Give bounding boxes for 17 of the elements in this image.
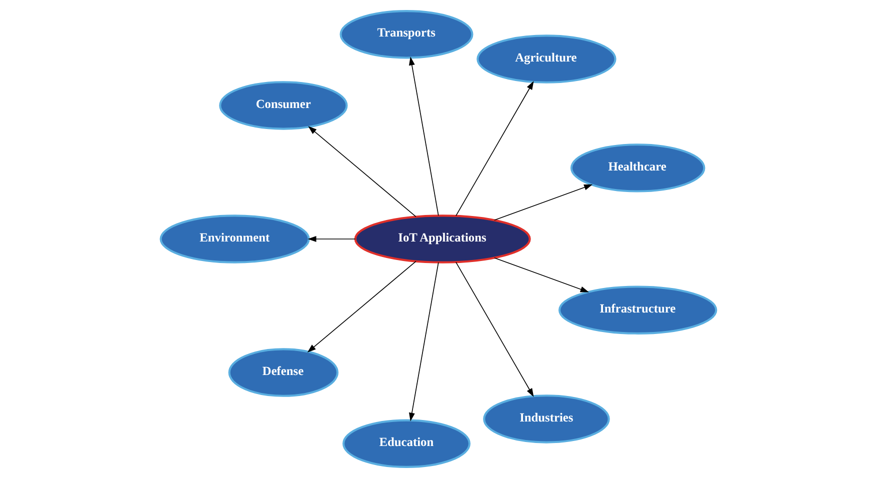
node-ellipse: Consumer [219, 81, 348, 130]
node-ellipse: Transports [340, 10, 474, 59]
arrow [494, 184, 593, 221]
arrow [408, 262, 439, 422]
arrow [456, 81, 534, 216]
arrow [308, 236, 356, 242]
node-ellipse: Education [342, 419, 471, 468]
arrow [494, 257, 589, 292]
node-ellipse: Industries [483, 394, 610, 444]
node-ellipse: IoT Applications [354, 214, 531, 264]
arrow [456, 262, 534, 397]
node-ellipse: Environment [160, 214, 310, 264]
arrow [307, 260, 416, 352]
arrow [308, 126, 416, 218]
node-ellipse: Agriculture [476, 34, 616, 84]
arrow [408, 56, 439, 216]
node-ellipse: Defense [228, 348, 338, 397]
